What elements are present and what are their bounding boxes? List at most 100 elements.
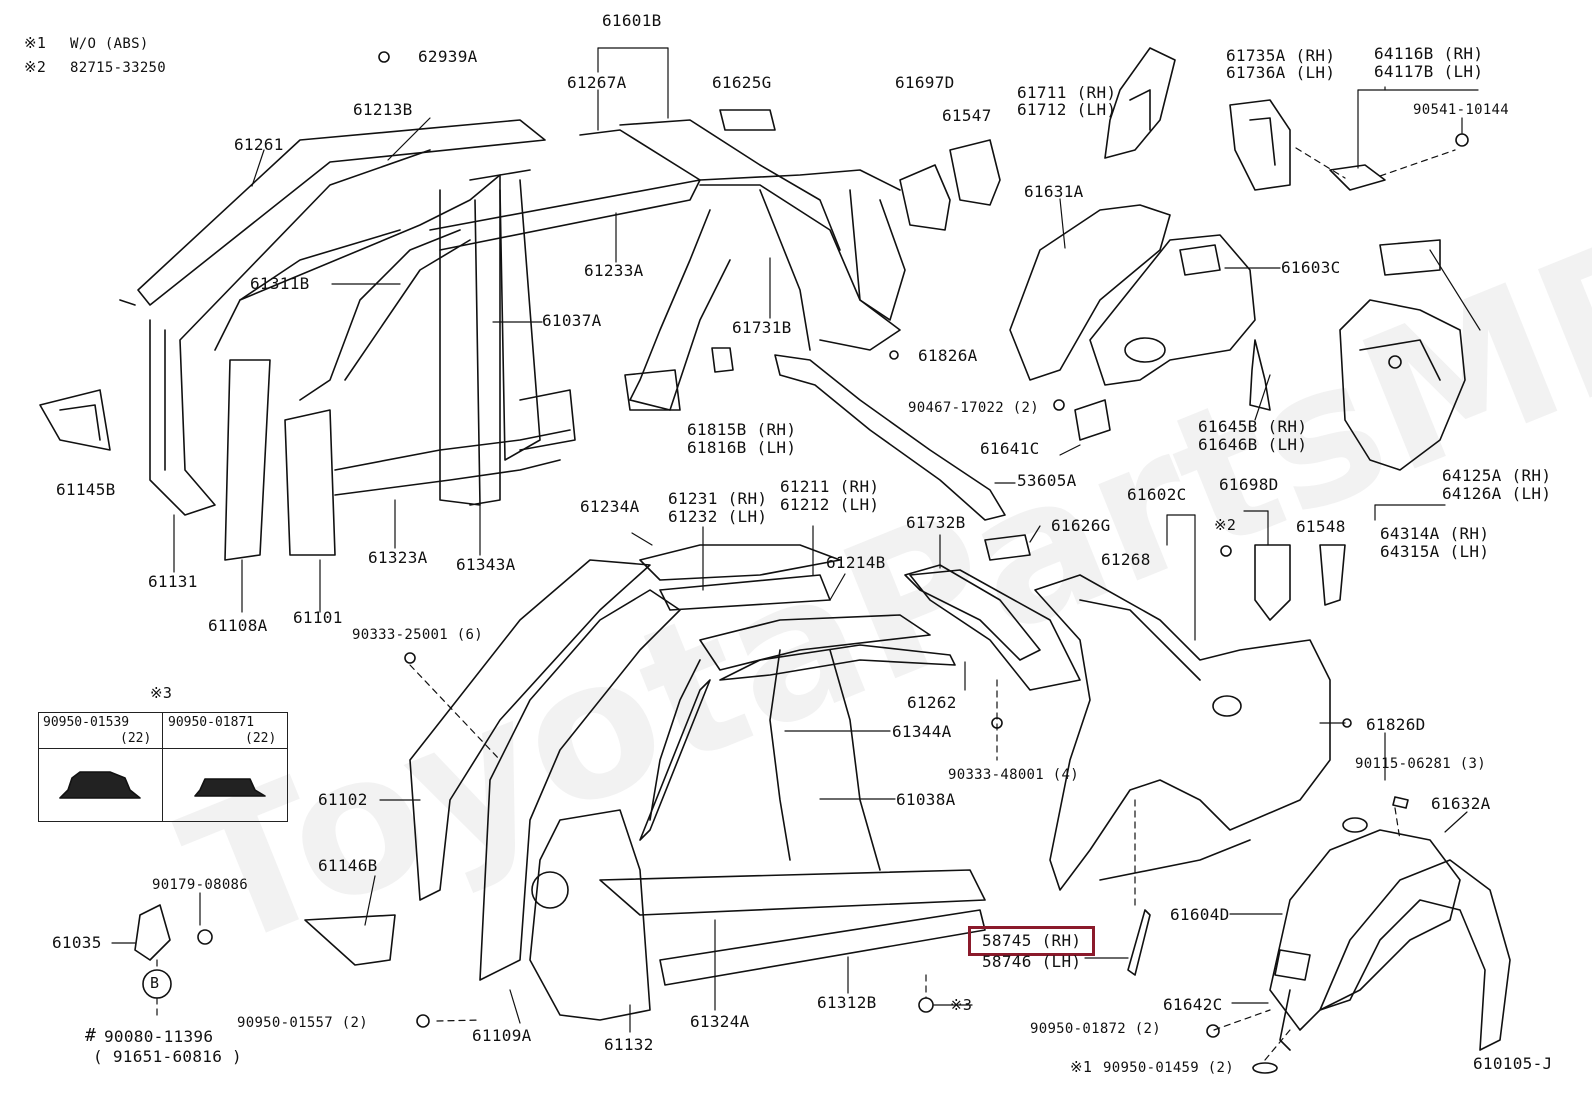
label-61234a[interactable]: 61234A: [580, 497, 640, 516]
legend-right-part: 90950-01871: [168, 715, 255, 730]
bracket-61698d-drawing: [1255, 545, 1290, 620]
upper-body-frame-drawing: [120, 120, 700, 560]
label-58745[interactable]: 58745 (RH): [982, 931, 1082, 950]
label-58746[interactable]: 58746 (LH): [982, 952, 1082, 971]
label-90179-08086[interactable]: 90179-08086: [152, 877, 249, 893]
note-2-text: 82715-33250: [70, 60, 167, 76]
label-61109a[interactable]: 61109A: [472, 1026, 532, 1045]
label-61214b[interactable]: 61214B: [826, 553, 886, 572]
label-61826a[interactable]: 61826A: [918, 346, 978, 365]
label-61231[interactable]: 61231 (RH): [668, 489, 768, 508]
label-61602c[interactable]: 61602C: [1127, 485, 1187, 504]
label-64314a[interactable]: 64314A (RH): [1380, 524, 1490, 543]
label-90950-01557[interactable]: 90950-01557 (2): [237, 1015, 368, 1031]
label-61312b[interactable]: 61312B: [817, 993, 877, 1012]
bracket-61732b-drawing: [905, 565, 1040, 660]
legend-left-part: 90950-01539: [43, 715, 130, 730]
label-61625g[interactable]: 61625G: [712, 73, 772, 92]
label-61646b[interactable]: 61646B (LH): [1198, 435, 1308, 454]
rear-wheelhouse-outer-drawing: [1270, 818, 1510, 1050]
label-61603c[interactable]: 61603C: [1281, 258, 1341, 277]
star1-marker: ※1: [1070, 1058, 1093, 1076]
label-90333-25001[interactable]: 90333-25001 (6): [352, 627, 483, 643]
label-61212[interactable]: 61212 (LH): [780, 495, 880, 514]
label-61262[interactable]: 61262: [907, 693, 957, 712]
bracket-61625g-drawing: [720, 110, 775, 130]
label-61268[interactable]: 61268: [1101, 550, 1151, 569]
label-61323a[interactable]: 61323A: [368, 548, 428, 567]
legend-header-row: [38, 712, 288, 749]
rear-panel-61631a-drawing: [1010, 205, 1170, 380]
label-61131[interactable]: 61131: [148, 572, 198, 591]
moulding-58745-drawing: [1128, 910, 1150, 975]
legend-left-qty: (22): [120, 731, 152, 746]
label-61035[interactable]: 61035: [52, 933, 102, 952]
label-64116b[interactable]: 64116B (RH): [1374, 44, 1484, 63]
label-61548[interactable]: 61548: [1296, 517, 1346, 536]
leader-lines: [112, 48, 1480, 1032]
label-90950-01459[interactable]: 90950-01459 (2): [1103, 1060, 1234, 1076]
wheelhouse-61603c-drawing: [1090, 235, 1255, 385]
label-61324a[interactable]: 61324A: [690, 1012, 750, 1031]
label-64125a[interactable]: 64125A (RH): [1442, 466, 1552, 485]
label-61711[interactable]: 61711 (RH): [1017, 83, 1117, 102]
label-61344a[interactable]: 61344A: [892, 722, 952, 741]
label-61213b[interactable]: 61213B: [353, 100, 413, 119]
label-61132[interactable]: 61132: [604, 1035, 654, 1054]
label-61631a[interactable]: 61631A: [1024, 182, 1084, 201]
label-61735a[interactable]: 61735A (RH): [1226, 46, 1336, 65]
label-61816b[interactable]: 61816B (LH): [687, 438, 797, 457]
label-61732b[interactable]: 61732B: [906, 513, 966, 532]
bracket-61815b-drawing: [712, 348, 733, 372]
label-61641c[interactable]: 61641C: [980, 439, 1040, 458]
label-64117b[interactable]: 64117B (LH): [1374, 62, 1484, 81]
bracket-61626g-drawing: [985, 535, 1030, 560]
label-61232[interactable]: 61232 (LH): [668, 507, 768, 526]
bracket-61146b-drawing: [305, 915, 395, 965]
label-61645b[interactable]: 61645B (RH): [1198, 417, 1308, 436]
label-90467-17022[interactable]: 90467-17022 (2): [908, 400, 1039, 416]
rear-reinforcement-61711-drawing: [1105, 48, 1175, 158]
label-61145b[interactable]: 61145B: [56, 480, 116, 499]
label-90950-01872[interactable]: 90950-01872 (2): [1030, 1021, 1161, 1037]
label-61826d[interactable]: 61826D: [1366, 715, 1426, 734]
bracket-61645b-drawing: [1250, 340, 1270, 410]
legend-mark: ※3: [150, 684, 173, 702]
label-61736a[interactable]: 61736A (LH): [1226, 63, 1336, 82]
label-61343a[interactable]: 61343A: [456, 555, 516, 574]
label-61604d[interactable]: 61604D: [1170, 905, 1230, 924]
label-61311b[interactable]: 61311B: [250, 274, 310, 293]
label-90080-11396[interactable]: 90080-11396: [104, 1027, 214, 1046]
label-61108a[interactable]: 61108A: [208, 616, 268, 635]
label-61037a[interactable]: 61037A: [542, 311, 602, 330]
label-61642c[interactable]: 61642C: [1163, 995, 1223, 1014]
label-91651-60816[interactable]: ( 91651-60816 ): [93, 1047, 242, 1066]
label-61547[interactable]: 61547: [942, 106, 992, 125]
label-61146b[interactable]: 61146B: [318, 856, 378, 875]
label-61038a[interactable]: 61038A: [896, 790, 956, 809]
label-61697d[interactable]: 61697D: [895, 73, 955, 92]
label-61267a[interactable]: 61267A: [567, 73, 627, 92]
note-2-mark: ※2: [24, 58, 47, 76]
label-90115-06281[interactable]: 90115-06281 (3): [1355, 756, 1486, 772]
label-64126a[interactable]: 64126A (LH): [1442, 484, 1552, 503]
label-61712[interactable]: 61712 (LH): [1017, 100, 1117, 119]
label-61815b[interactable]: 61815B (RH): [687, 420, 797, 439]
label-64315a[interactable]: 64315A (LH): [1380, 542, 1490, 561]
label-61626g[interactable]: 61626G: [1051, 516, 1111, 535]
label-61261[interactable]: 61261: [234, 135, 284, 154]
label-61102[interactable]: 61102: [318, 790, 368, 809]
label-61632a[interactable]: 61632A: [1431, 794, 1491, 813]
label-61601b[interactable]: 61601B: [602, 11, 662, 30]
label-90333-48001[interactable]: 90333-48001 (4): [948, 767, 1079, 783]
label-61731b[interactable]: 61731B: [732, 318, 792, 337]
label-61101[interactable]: 61101: [293, 608, 343, 627]
note-1-mark: ※1: [24, 34, 47, 52]
label-53605a[interactable]: 53605A: [1017, 471, 1077, 490]
label-61233a[interactable]: 61233A: [584, 261, 644, 280]
label-61211[interactable]: 61211 (RH): [780, 477, 880, 496]
label-61698d[interactable]: 61698D: [1219, 475, 1279, 494]
label-62939a[interactable]: 62939A: [418, 47, 478, 66]
label-90541-10144[interactable]: 90541-10144: [1413, 102, 1510, 118]
